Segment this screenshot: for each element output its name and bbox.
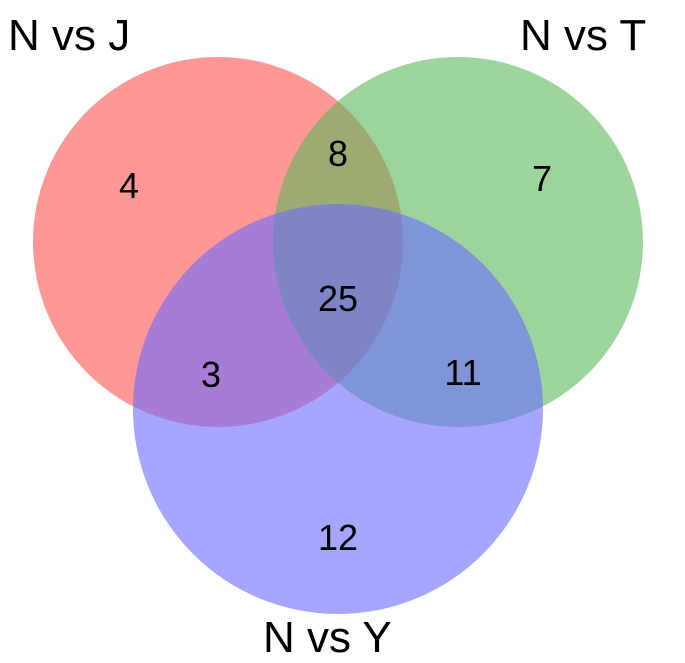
count-j-only: 4: [119, 165, 139, 206]
set-label-n-vs-t: N vs T: [520, 11, 646, 60]
count-t-only: 7: [532, 158, 552, 199]
count-j-t-y: 25: [318, 278, 358, 319]
count-t-y: 11: [444, 352, 481, 393]
set-label-n-vs-j: N vs J: [8, 11, 130, 60]
set-label-n-vs-y: N vs Y: [263, 613, 392, 662]
count-j-t: 8: [328, 133, 348, 174]
count-j-y: 3: [201, 354, 221, 395]
set-circle-n-vs-y: [133, 204, 543, 614]
count-y-only: 12: [318, 517, 358, 558]
